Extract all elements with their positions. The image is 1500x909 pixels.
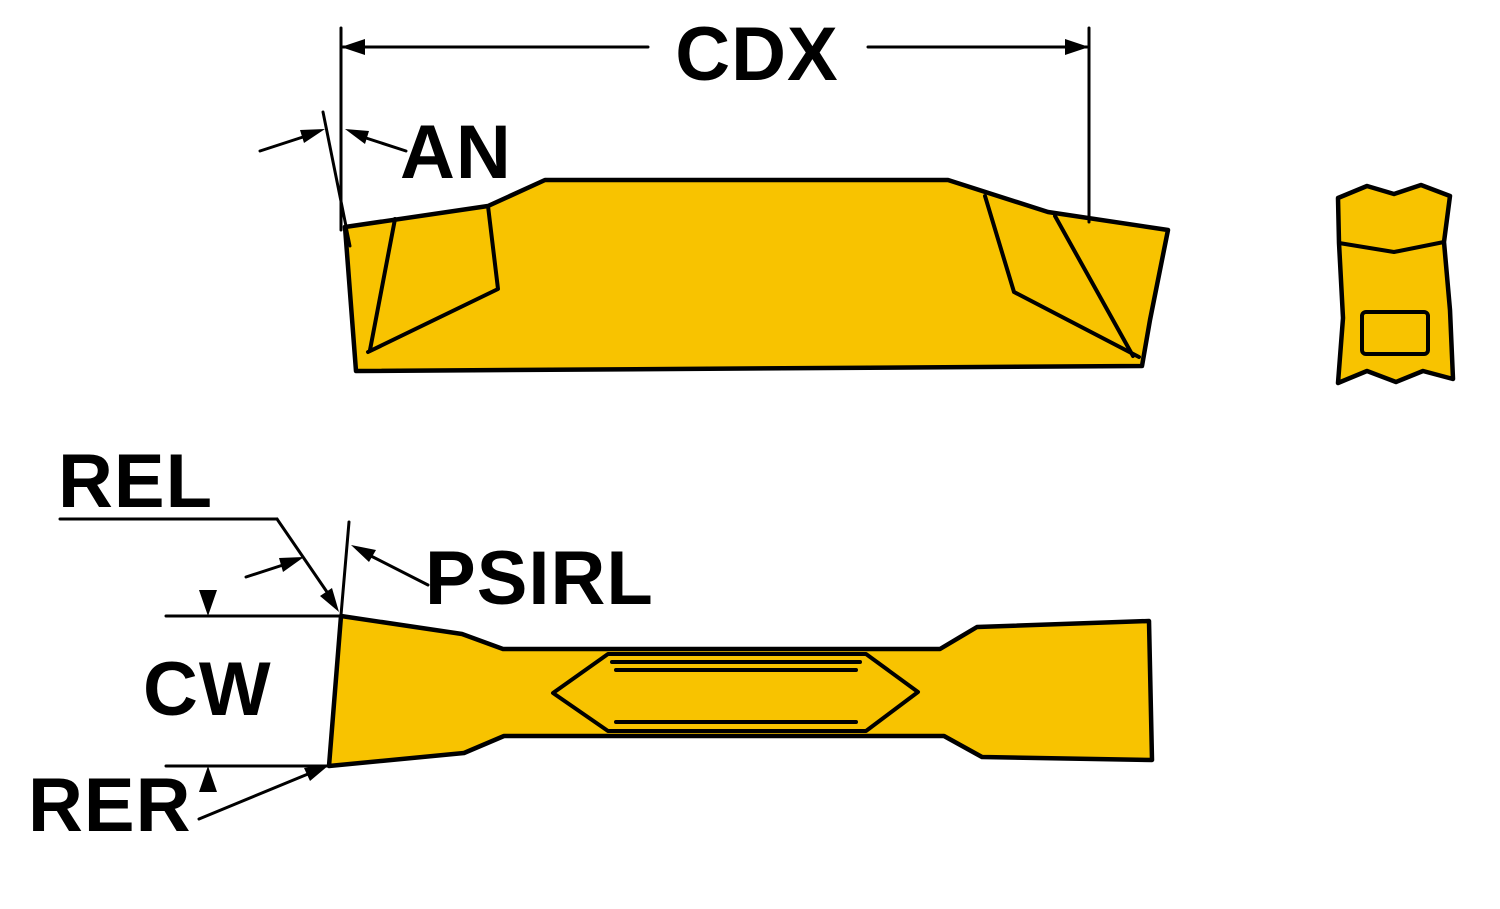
psirl-arrow-leader-left <box>244 563 285 579</box>
rer-arrowhead <box>304 765 329 781</box>
psirl-arrowhead-left <box>279 557 304 572</box>
rel-label: REL <box>58 439 213 524</box>
cw-label: CW <box>143 647 272 732</box>
insert-shapes-group <box>326 177 1456 769</box>
psirl-arrowhead-right <box>351 545 376 562</box>
an-arrowhead-left <box>300 129 325 143</box>
an-arrow-leader-right <box>364 136 408 153</box>
psirl-angle-reference-line <box>339 520 351 617</box>
cdx-arrowhead-left <box>341 39 365 55</box>
annotation-group <box>58 26 1091 821</box>
insert-side-view-left-chamfer-line <box>368 217 397 352</box>
rer-leader-line <box>197 772 310 821</box>
cw-arrowhead-top <box>199 590 217 616</box>
insert-end-view-shoulder-line <box>1337 240 1446 254</box>
psirl-label: PSIRL <box>425 536 654 621</box>
insert-top-view-body <box>326 613 1155 769</box>
cdx-label: CDX <box>675 12 838 97</box>
insert-end-view-body <box>1335 182 1456 386</box>
rel-leader-line <box>275 517 329 594</box>
insert-top-view-center-boss <box>551 652 920 733</box>
cdx-arrowhead-right <box>1065 39 1089 55</box>
insert-end-view-pocket <box>1360 310 1430 356</box>
insert-side-view-left-facet-line <box>366 204 500 354</box>
rer-label: RER <box>28 763 191 848</box>
an-label: AN <box>400 110 512 195</box>
cw-arrowhead-bottom <box>199 766 217 792</box>
an-arrowhead-right <box>345 129 369 144</box>
psirl-arrow-leader-right <box>369 554 430 587</box>
rel-arrowhead <box>320 588 339 612</box>
an-arrow-leader-left <box>258 135 305 153</box>
insert-side-view-body <box>342 177 1171 374</box>
insert-side-view-right-chamfer-line <box>1053 214 1135 358</box>
insert-side-view-right-facet-line <box>983 194 1141 359</box>
an-angle-reference-line <box>321 110 352 248</box>
